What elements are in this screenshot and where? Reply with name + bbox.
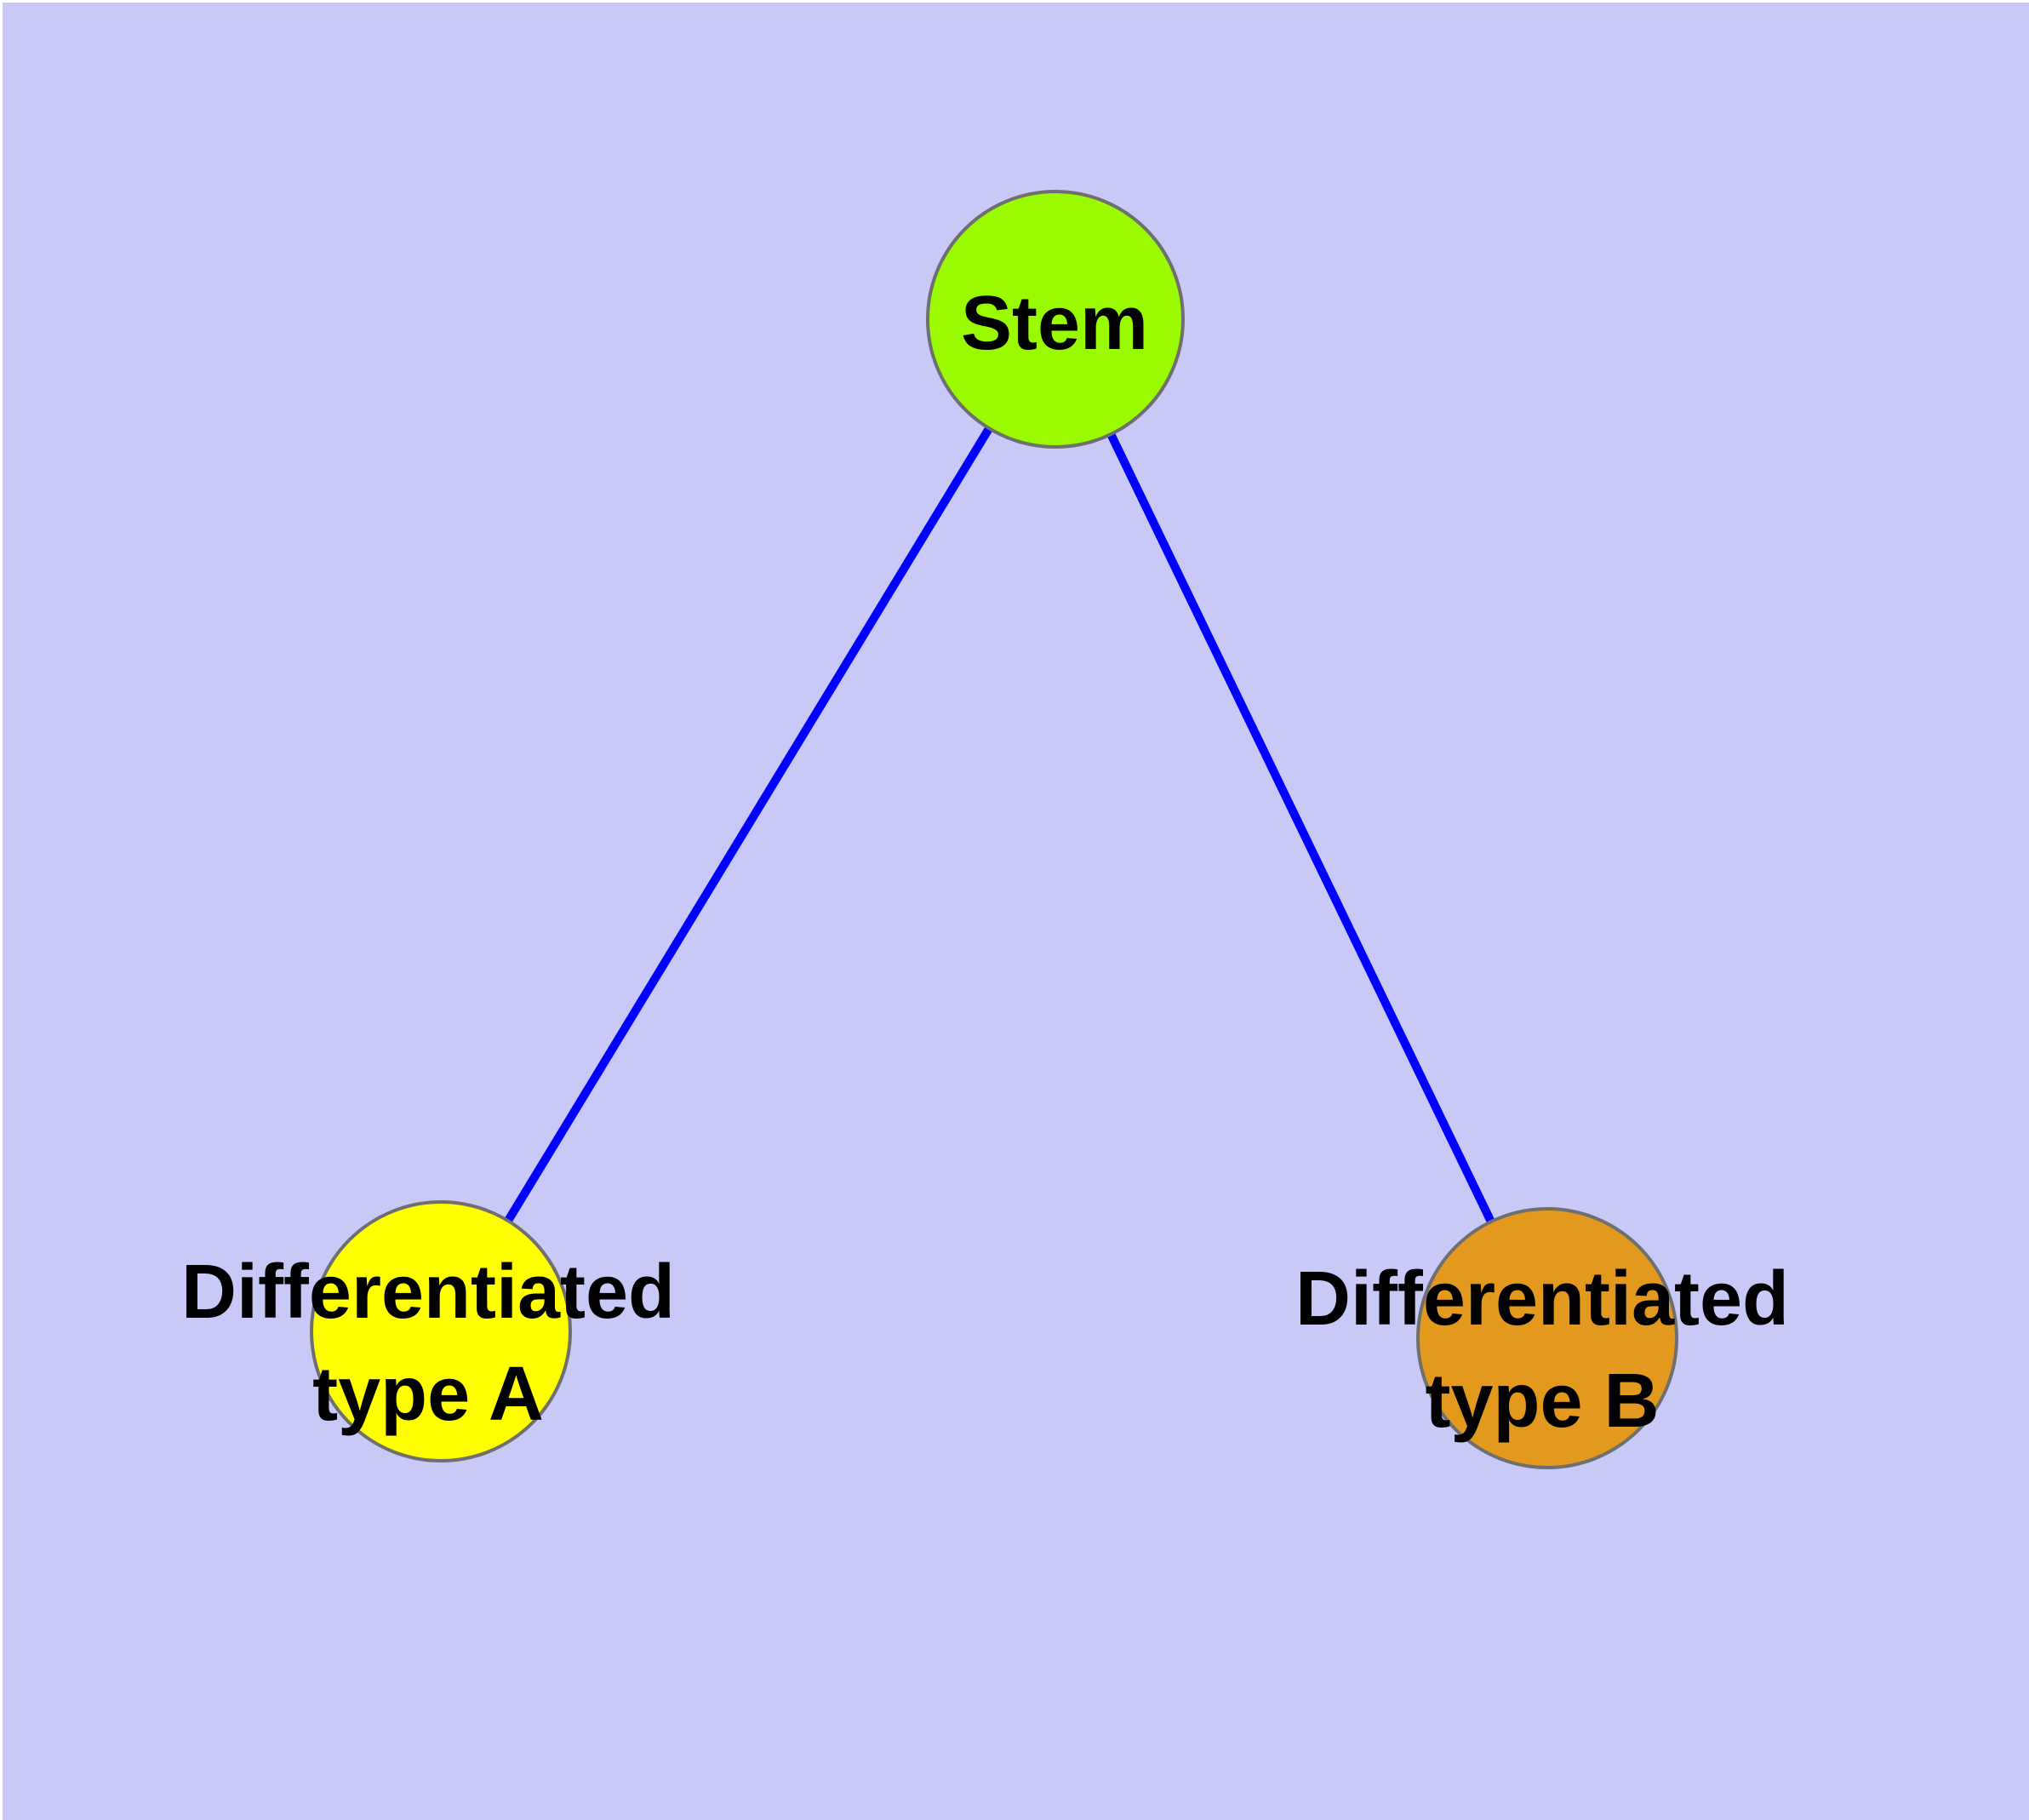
edge-stem-to-type-b: [1051, 317, 1552, 1341]
left-margin-strip: [0, 0, 3, 1820]
top-margin-strip: [0, 0, 2029, 3]
node-differentiated-type-b-label-line1: Differentiated: [1295, 1256, 1789, 1342]
node-stem-label: Stem: [961, 281, 1148, 366]
node-differentiated-type-b: [1416, 1207, 1678, 1469]
node-differentiated-type-a-label-line2: type A: [312, 1352, 544, 1437]
node-differentiated-type-b-label-line2: type B: [1425, 1359, 1659, 1444]
node-differentiated-type-a-label-line1: Differentiated: [181, 1250, 675, 1335]
node-differentiated-type-a-label: Differentiated type A: [181, 1250, 675, 1437]
node-differentiated-type-b-label: Differentiated type B: [1295, 1256, 1789, 1444]
edge-stem-to-type-a: [437, 317, 1060, 1334]
node-differentiated-type-a: [310, 1200, 572, 1462]
node-stem: [926, 190, 1185, 449]
